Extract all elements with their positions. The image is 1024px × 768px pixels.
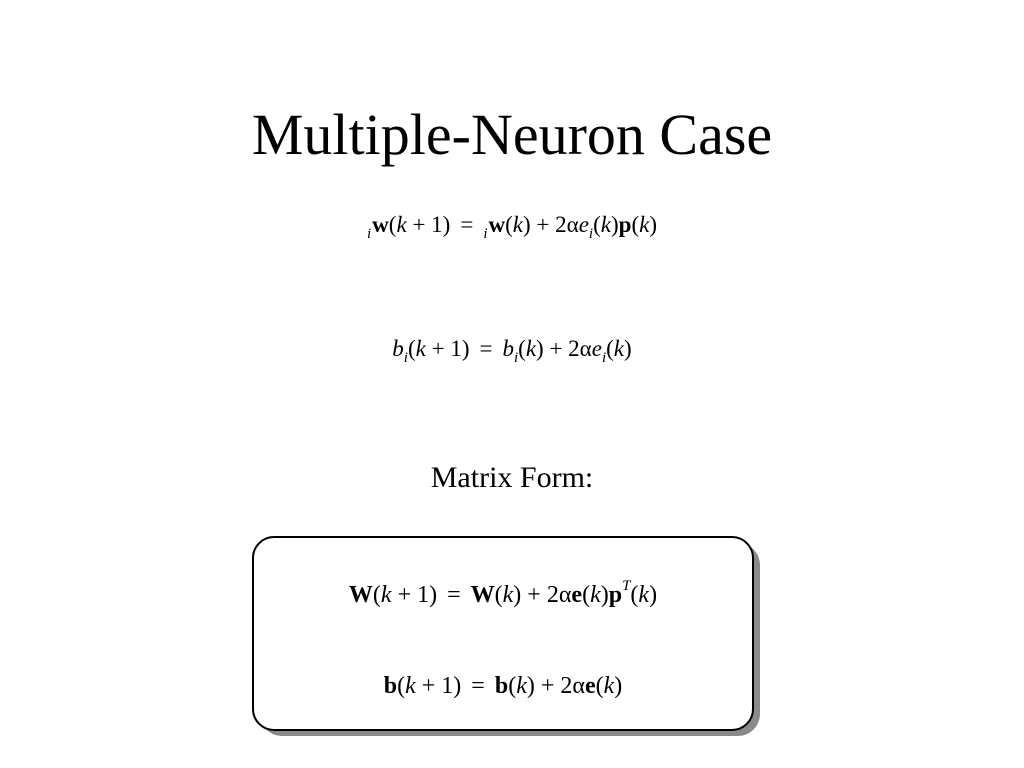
slide-title: Multiple-Neuron Case [251,102,773,167]
matrix-form-heading: Matrix Form: [430,461,594,494]
bias-update-equation: bi(k + 1)=bi(k) + 2αei(k) [392,336,632,366]
weight-update-equation: iw(k + 1)=iw(k) + 2αei(k)p(k) [367,212,657,242]
matrix-weight-update-equation: W(k + 1)=W(k) + 2αe(k)pT(k) [348,578,658,608]
matrix-bias-update-equation: b(k + 1)=b(k) + 2αe(k) [383,673,623,699]
matrix-form-box: W(k + 1)=W(k) + 2αe(k)pT(k) b(k + 1)=b(k… [252,536,754,731]
